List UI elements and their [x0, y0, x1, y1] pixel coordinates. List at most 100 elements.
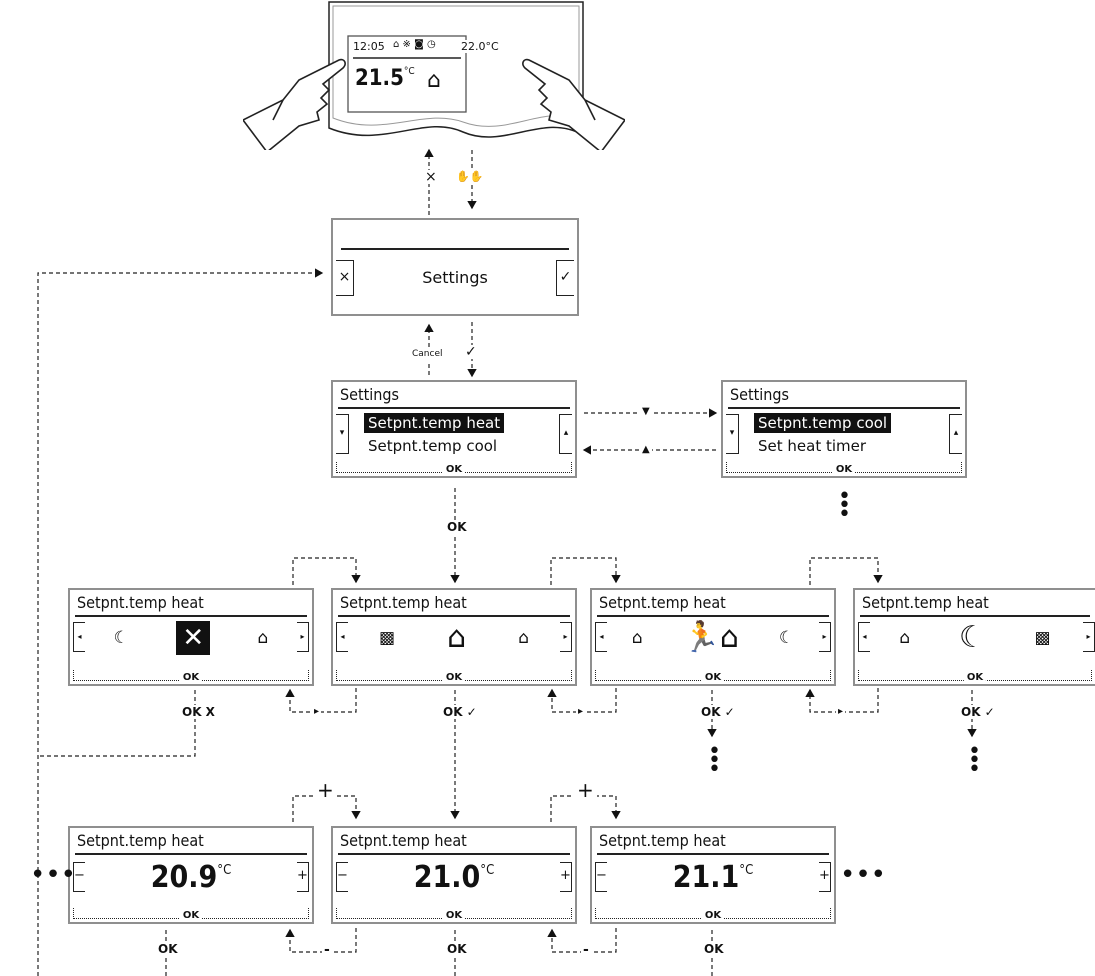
- temp-unit: °C: [217, 863, 232, 878]
- away-icon: ⌂: [899, 627, 911, 648]
- temp-minus-button[interactable]: −: [336, 862, 348, 892]
- minus-link-2: -: [581, 942, 591, 958]
- mode-ok-label: OK: [963, 672, 987, 683]
- mode-link-2: ▸: [576, 705, 586, 719]
- thermostat-illustration: [241, 1, 627, 154]
- menu-ok-label: OK: [442, 464, 466, 475]
- temp-value-display: 20.9°C: [70, 861, 312, 895]
- moon-icon: ☾: [778, 627, 795, 648]
- menu-more-dots: •••: [838, 484, 851, 527]
- vacation-icon: ▩: [1034, 627, 1051, 648]
- mode-left-button[interactable]: ◂: [858, 622, 870, 652]
- mode-ok-bar[interactable]: OK: [73, 670, 309, 683]
- menu-next-item[interactable]: Setpnt.temp cool: [368, 437, 498, 455]
- plus-link-2: +: [574, 780, 597, 800]
- menu-down-button[interactable]: ▾: [336, 414, 349, 454]
- temp-rule: [338, 853, 570, 855]
- mode-icons: ⌂ ☾ ▩: [875, 620, 1075, 656]
- mode-left-button[interactable]: ◂: [336, 622, 348, 652]
- temp-ok-bar[interactable]: OK: [336, 908, 572, 921]
- temp-value-display: 21.1°C: [592, 861, 834, 895]
- menu-screen-2: Settings ▾ Setpnt.temp cool Set heat tim…: [721, 380, 967, 478]
- temp-screen-2: Setpnt.temp heat − 21.0°C + OK: [331, 826, 577, 924]
- temp-plus-button[interactable]: +: [819, 862, 831, 892]
- temp-plus-button[interactable]: +: [560, 862, 572, 892]
- mode-2-action: OK ✓: [441, 705, 479, 719]
- settings-cancel-button[interactable]: ×: [336, 260, 354, 296]
- menu-title: Settings: [730, 385, 790, 404]
- mode-3-action: OK ✓: [699, 705, 737, 719]
- temp-ok-bar[interactable]: OK: [595, 908, 831, 921]
- mode-ok-label: OK: [179, 672, 203, 683]
- temp-ok-label: OK: [179, 910, 203, 921]
- home-relax-icon[interactable]: ⌂: [447, 620, 467, 655]
- home-icon: ⌂: [257, 627, 269, 648]
- temp-minus-button[interactable]: −: [595, 862, 607, 892]
- temp-screen-3: Setpnt.temp heat − 21.1°C + OK: [590, 826, 836, 924]
- mode-screen-1: Setpnt.temp heat ◂ ☾ ✕ ⌂ ▸ OK: [68, 588, 314, 686]
- mode-title: Setpnt.temp heat: [340, 593, 467, 612]
- menu-title: Settings: [340, 385, 400, 404]
- mode-icons: ▩ ⌂ ⌂: [353, 620, 555, 656]
- ellipsis-left: •••: [30, 860, 77, 890]
- thermostat-setpoint: 22.0°C: [461, 40, 499, 53]
- mode-screen-3: Setpnt.temp heat ◂ ⌂ 🏃⌂ ☾ ▸ OK: [590, 588, 836, 686]
- temp-ok-label: OK: [701, 910, 725, 921]
- thermostat-device: 12:05 ⌂ ※ ◙ ◷ 22.0°C 21.5°C ⌂: [241, 0, 627, 154]
- temp-ok-label: OK: [442, 910, 466, 921]
- temp-2-action: OK: [445, 942, 469, 956]
- mode-4-action: OK ✓: [959, 705, 997, 719]
- menu-ok-bar[interactable]: OK: [726, 462, 962, 475]
- menu-rule: [338, 407, 570, 409]
- temp-unit: °C: [480, 863, 495, 878]
- temp-unit: °C: [739, 863, 754, 878]
- menu-next-link: ▼: [640, 405, 652, 419]
- vacation-icon: ▩: [379, 627, 396, 648]
- mode-screen-2: Setpnt.temp heat ◂ ▩ ⌂ ⌂ ▸ OK: [331, 588, 577, 686]
- menu-next-item[interactable]: Set heat timer: [758, 437, 867, 455]
- mode-right-button[interactable]: ▸: [297, 622, 309, 652]
- thermostat-temperature-value: 21.5: [355, 66, 404, 91]
- menu-selected-item[interactable]: Setpnt.temp cool: [754, 413, 892, 433]
- menu-up-button[interactable]: ▴: [949, 414, 962, 454]
- mode-ok-label: OK: [442, 672, 466, 683]
- thermostat-temperature: 21.5°C: [355, 66, 415, 91]
- mode-title: Setpnt.temp heat: [862, 593, 989, 612]
- menu-ok-bar[interactable]: OK: [336, 462, 572, 475]
- menu-up-button[interactable]: ▴: [559, 414, 572, 454]
- temp-value-display: 21.0°C: [333, 861, 575, 895]
- mode-rule: [597, 615, 829, 617]
- night-icon[interactable]: ☾: [958, 620, 986, 655]
- mode-rule: [338, 615, 570, 617]
- menu-down-button[interactable]: ▾: [726, 414, 739, 454]
- temp-minus-button[interactable]: −: [73, 862, 85, 892]
- temp-rule: [597, 853, 829, 855]
- thermostat-temperature-unit: °C: [403, 66, 415, 77]
- mode-ok-bar[interactable]: OK: [336, 670, 572, 683]
- settings-confirm-button[interactable]: ✓: [556, 260, 574, 296]
- mode-ok-bar[interactable]: OK: [595, 670, 831, 683]
- off-icon[interactable]: ✕: [176, 621, 211, 655]
- leaving-home-icon[interactable]: 🏃⌂: [682, 620, 739, 655]
- mode-right-button[interactable]: ▸: [560, 622, 572, 652]
- mode-right-button[interactable]: ▸: [1083, 622, 1095, 652]
- menu-enter-link: OK: [445, 520, 469, 534]
- thermostat-status-icons: ⌂ ※ ◙ ◷: [393, 39, 436, 50]
- temp-screen-1: Setpnt.temp heat − 20.9°C + OK: [68, 826, 314, 924]
- mode-right-button[interactable]: ▸: [819, 622, 831, 652]
- temp-plus-button[interactable]: +: [297, 862, 309, 892]
- temp-3-action: OK: [702, 942, 726, 956]
- mode-left-button[interactable]: ◂: [73, 622, 85, 652]
- mode-title: Setpnt.temp heat: [77, 593, 204, 612]
- temp-ok-bar[interactable]: OK: [73, 908, 309, 921]
- mode-left-button[interactable]: ◂: [595, 622, 607, 652]
- mode-link-3: ▸: [836, 705, 846, 719]
- mode-1-action: OK X: [180, 705, 217, 719]
- mode-3-more-dots: •••: [708, 739, 721, 782]
- settings-screen-rule: [341, 248, 569, 250]
- cancel-link: Cancel: [410, 347, 445, 361]
- temp-1-action: OK: [156, 942, 180, 956]
- mode-ok-bar[interactable]: OK: [858, 670, 1092, 683]
- thermostat-time: 12:05: [353, 40, 385, 53]
- menu-selected-item[interactable]: Setpnt.temp heat: [364, 413, 505, 433]
